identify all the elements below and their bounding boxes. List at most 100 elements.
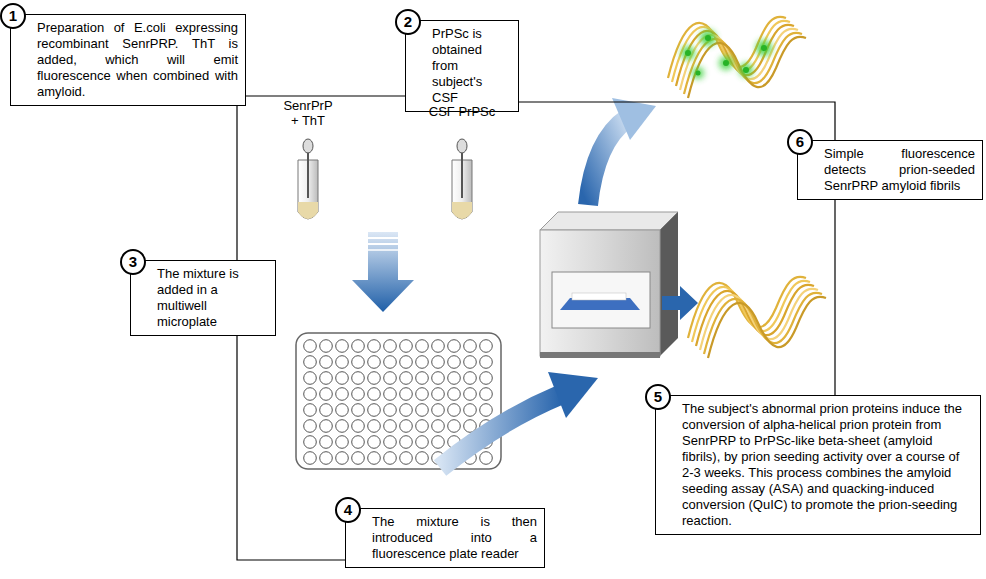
plate-well [384, 404, 397, 417]
down-arrow [352, 232, 414, 312]
plate-well [432, 388, 445, 401]
plate-well [368, 356, 381, 369]
plate-well [352, 372, 365, 385]
plate-well [416, 388, 429, 401]
plate-well [480, 372, 493, 385]
plate-well [352, 340, 365, 353]
plate-well [320, 356, 333, 369]
plate-well [448, 340, 461, 353]
plate-well [400, 452, 413, 465]
plate-well [432, 404, 445, 417]
plate-well [336, 340, 349, 353]
plate-well [400, 372, 413, 385]
curved-arrow [440, 372, 598, 468]
plate-well [304, 436, 317, 449]
step-box: 2PrPSc is obtained from subject's CSF [405, 20, 519, 112]
frame-line [237, 336, 345, 560]
plate-well [352, 420, 365, 433]
plate-well [368, 372, 381, 385]
plate-well [448, 372, 461, 385]
step-text: The mixture is then introduced into a fl… [372, 514, 537, 562]
plate-well [400, 340, 413, 353]
frame-line [236, 106, 237, 260]
plate-well [448, 404, 461, 417]
amyloid-fibrils [688, 277, 826, 358]
sample-tube [298, 139, 318, 219]
callout-number: 3 [120, 249, 146, 275]
step-text: The subject's abnormal prion proteins in… [682, 401, 973, 529]
plate-well [352, 452, 365, 465]
plate-well [432, 420, 445, 433]
plate-well [480, 340, 493, 353]
plate-well [432, 372, 445, 385]
plate-well [384, 452, 397, 465]
plate-well [400, 436, 413, 449]
plate-well [416, 404, 429, 417]
plate-well [336, 420, 349, 433]
plate-well [352, 404, 365, 417]
plate-well [336, 404, 349, 417]
plate-well [320, 340, 333, 353]
plate-well [336, 372, 349, 385]
plate-well [432, 436, 445, 449]
plate-well [480, 356, 493, 369]
callout-number: 2 [395, 9, 421, 35]
curved-arrow [588, 98, 656, 205]
plate-well [320, 404, 333, 417]
plate-well [352, 356, 365, 369]
right-arrow [662, 286, 698, 320]
plate-well [480, 452, 493, 465]
fluorescent-fibrils [668, 17, 806, 98]
plate-well [304, 420, 317, 433]
plate-well [304, 452, 317, 465]
plate-well [384, 372, 397, 385]
plate-well [416, 436, 429, 449]
callout-number: 4 [335, 497, 361, 523]
plate-well [400, 356, 413, 369]
plate-well [448, 356, 461, 369]
frame-line [834, 200, 835, 395]
plate-well [384, 420, 397, 433]
plate-well [480, 404, 493, 417]
callout-number: 1 [0, 3, 26, 29]
step-box: 6Simple fluorescence detects prion-seede… [797, 140, 983, 200]
plate-well [336, 356, 349, 369]
tube-label: CSF PrPSc [425, 104, 499, 119]
plate-well [352, 436, 365, 449]
plate-well [464, 388, 477, 401]
frame-line [246, 95, 405, 96]
plate-well [368, 404, 381, 417]
plate-well [384, 388, 397, 401]
plate-well [320, 452, 333, 465]
plate-well [368, 420, 381, 433]
plate-well [320, 436, 333, 449]
callout-number: 5 [645, 384, 671, 410]
step-box: 1Preparation of E.coli expressing recomb… [10, 14, 246, 106]
plate-well [352, 388, 365, 401]
plate-well [320, 420, 333, 433]
callout-number: 6 [787, 129, 813, 155]
plate-well [416, 340, 429, 353]
plate-well [416, 372, 429, 385]
plate-well [400, 404, 413, 417]
plate-well [480, 388, 493, 401]
plate-well [368, 452, 381, 465]
plate-well [336, 388, 349, 401]
step-text: Simple fluorescence detects prion-seeded… [824, 146, 975, 194]
frame-line [519, 102, 835, 140]
plate-well [304, 388, 317, 401]
plate-well [432, 340, 445, 353]
plate-well [464, 372, 477, 385]
plate-well [384, 436, 397, 449]
step-box: 4The mixture is then introduced into a f… [345, 508, 545, 568]
plate-well [336, 452, 349, 465]
plate-well [464, 404, 477, 417]
plate-well [320, 372, 333, 385]
plate-well [448, 388, 461, 401]
step-text: Preparation of E.coli expressing recombi… [37, 20, 238, 100]
plate-well [368, 388, 381, 401]
step-text: The mixture is added in a multiwell micr… [157, 266, 268, 330]
plate-well [368, 340, 381, 353]
step-box: 3The mixture is added in a multiwell mic… [130, 260, 276, 336]
plate-well [400, 420, 413, 433]
